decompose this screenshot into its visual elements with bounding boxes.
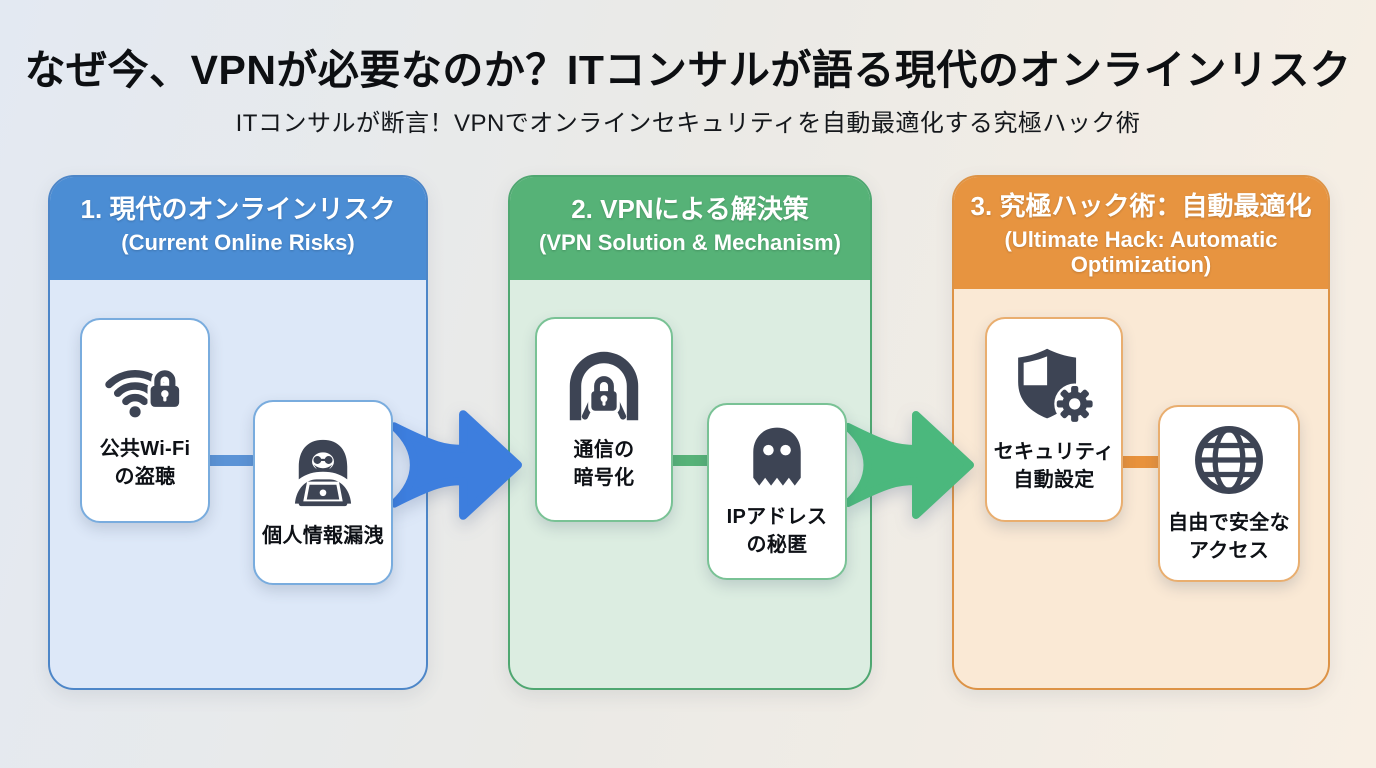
tunnel-lock-icon (569, 351, 639, 420)
panel-2-header: 2. VPNによる解決策 (VPN Solution & Mechanism) (510, 177, 870, 280)
card-info-leak: 個人情報漏洩 (253, 400, 393, 585)
wifi-lock-icon (105, 366, 183, 417)
panel-3-title-en: (Ultimate Hack: Automatic Optimization) (1004, 227, 1278, 278)
page-title: なぜ今、VPNが必要なのか？ITコンサルが語る現代のオンラインリスク (24, 47, 1352, 93)
card-encryption: 通信の 暗号化 (535, 317, 673, 522)
flow-arrow-blue (390, 410, 522, 520)
shield-gear-icon (1018, 348, 1096, 424)
page-subtitle: ITコンサルが断言！VPNでオンラインセキュリティを自動最適化する究極ハック術 (235, 110, 1141, 137)
connector-encrypt-to-ip (671, 455, 709, 466)
card-label: 通信の 暗号化 (573, 438, 635, 489)
flow-arrow-green (844, 411, 974, 519)
card-label: 個人情報漏洩 (262, 524, 384, 547)
card-public-wifi: 公共Wi-Fi の盗聴 (80, 318, 210, 523)
panel-3-title-jp: 3. 究極ハック術：自動最適化 (970, 191, 1312, 221)
connector-wifi-to-leak (208, 455, 254, 466)
card-label: 自由で安全な アクセス (1168, 511, 1290, 562)
hacker-icon (294, 439, 352, 506)
card-label: セキュリティ 自動設定 (993, 440, 1115, 491)
card-ip-hiding: IPアドレス の秘匿 (707, 403, 847, 580)
panel-1-title-jp: 1. 現代のオンラインリスク (80, 194, 396, 224)
panel-1-title-en: (Current Online Risks) (121, 230, 355, 256)
panel-1-header: 1. 現代のオンラインリスク (Current Online Risks) (50, 177, 426, 280)
card-label: 公共Wi-Fi の盗聴 (99, 437, 191, 488)
globe-icon (1195, 425, 1263, 494)
connector-security-to-access (1121, 456, 1160, 468)
card-auto-security: セキュリティ 自動設定 (985, 317, 1123, 522)
panel-3-header: 3. 究極ハック術：自動最適化 (Ultimate Hack: Automati… (954, 177, 1328, 289)
ghost-icon (753, 427, 801, 486)
panel-2-title-jp: 2. VPNによる解決策 (571, 194, 809, 224)
card-safe-access: 自由で安全な アクセス (1158, 405, 1300, 582)
panel-2-title-en: (VPN Solution & Mechanism) (539, 230, 841, 256)
card-label: IPアドレス の秘匿 (726, 505, 828, 556)
